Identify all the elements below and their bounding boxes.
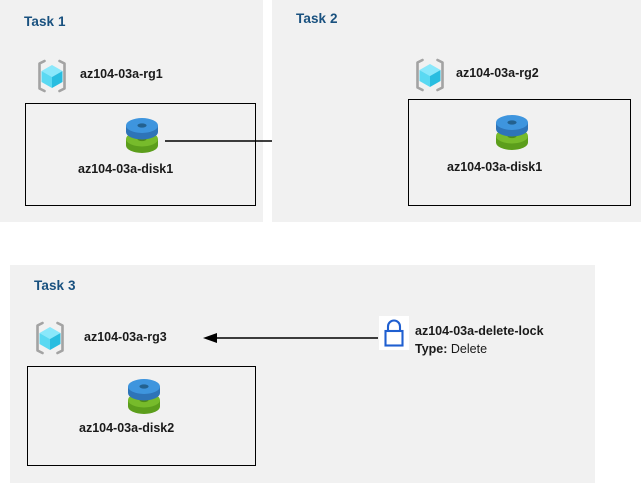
lock-applies-to-arrow xyxy=(203,328,378,348)
disk-label-disk1-moved: az104-03a-disk1 xyxy=(447,160,543,174)
resource-group-label-rg3: az104-03a-rg3 xyxy=(84,330,167,344)
task-panel-task1 xyxy=(0,0,263,222)
task-panel-task2 xyxy=(272,0,641,222)
resource-group-label-rg2: az104-03a-rg2 xyxy=(456,66,539,80)
task-title-task2: Task 2 xyxy=(296,11,338,26)
disk-label-disk1: az104-03a-disk1 xyxy=(78,162,174,176)
resource-group-box-rg1 xyxy=(25,103,256,206)
lock-type-value: Delete xyxy=(450,342,488,356)
resource-group-label-rg1: az104-03a-rg1 xyxy=(80,67,163,81)
task-title-task1: Task 1 xyxy=(24,14,66,29)
lock-icon xyxy=(379,316,409,350)
resource-group-box-rg2 xyxy=(408,99,631,206)
lock-type-label: Type: Delete xyxy=(415,342,487,356)
resource-group-icon xyxy=(30,318,70,358)
task-panel-task3 xyxy=(10,265,595,483)
resource-group-icon xyxy=(410,55,450,95)
disk-label-disk2: az104-03a-disk2 xyxy=(79,421,175,435)
disk-icon xyxy=(121,374,167,418)
lock-type-key: Type: xyxy=(415,342,451,356)
task-title-task3: Task 3 xyxy=(34,278,76,293)
lock-name-label: az104-03a-delete-lock xyxy=(415,324,544,338)
resource-group-box-rg3 xyxy=(27,366,256,466)
disk-icon xyxy=(489,110,535,154)
disk-icon xyxy=(119,113,165,157)
resource-group-icon xyxy=(32,56,72,96)
